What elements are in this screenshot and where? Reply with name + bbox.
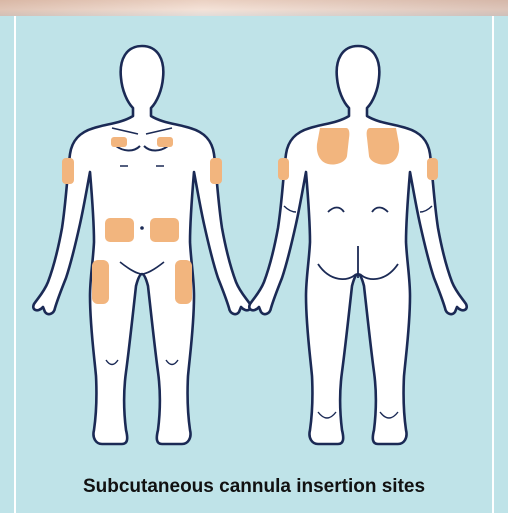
diagram-caption: Subcutaneous cannula insertion sites: [14, 476, 494, 498]
site-thigh-right: [175, 260, 192, 304]
site-upper-arm-left: [62, 158, 74, 184]
photo-strip: [0, 0, 508, 16]
site-abdomen-left: [105, 218, 134, 242]
front-figure: [33, 46, 250, 444]
body-diagram: [14, 16, 494, 456]
site-thigh-left: [92, 260, 109, 304]
site-upper-arm-right: [427, 158, 438, 180]
site-upper-chest-right: [157, 137, 173, 147]
site-upper-arm-left: [278, 158, 289, 180]
back-figure: [249, 46, 466, 444]
site-scapula-right: [367, 128, 400, 165]
site-scapula-left: [317, 128, 350, 165]
site-abdomen-right: [150, 218, 179, 242]
site-upper-chest-left: [111, 137, 127, 147]
navel-icon: [140, 226, 144, 230]
site-upper-arm-right: [210, 158, 222, 184]
